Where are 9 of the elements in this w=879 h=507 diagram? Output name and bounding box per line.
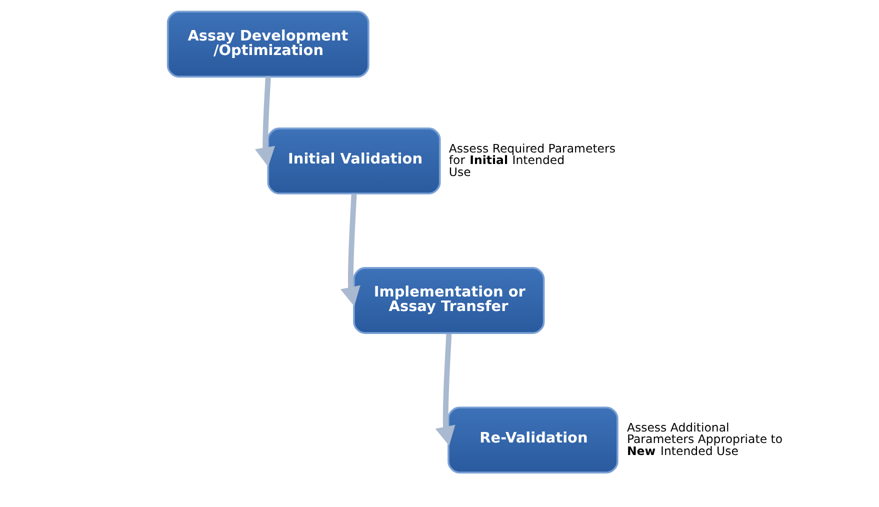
arrow <box>340 194 360 306</box>
node-box: Implementation or Assay Transfer <box>352 267 544 334</box>
arrow <box>254 76 275 167</box>
node-label: Assess Additional Parameters Appropriate to New Intended Use <box>626 420 782 458</box>
node-box: Initial Validation <box>266 128 440 194</box>
arrow <box>434 334 455 446</box>
node-box: Re-Validation <box>447 406 618 474</box>
node-label: Assess Required Parameters for Initial Intended Use <box>448 141 615 179</box>
node-box: Assay Development /Optimization <box>166 10 369 78</box>
